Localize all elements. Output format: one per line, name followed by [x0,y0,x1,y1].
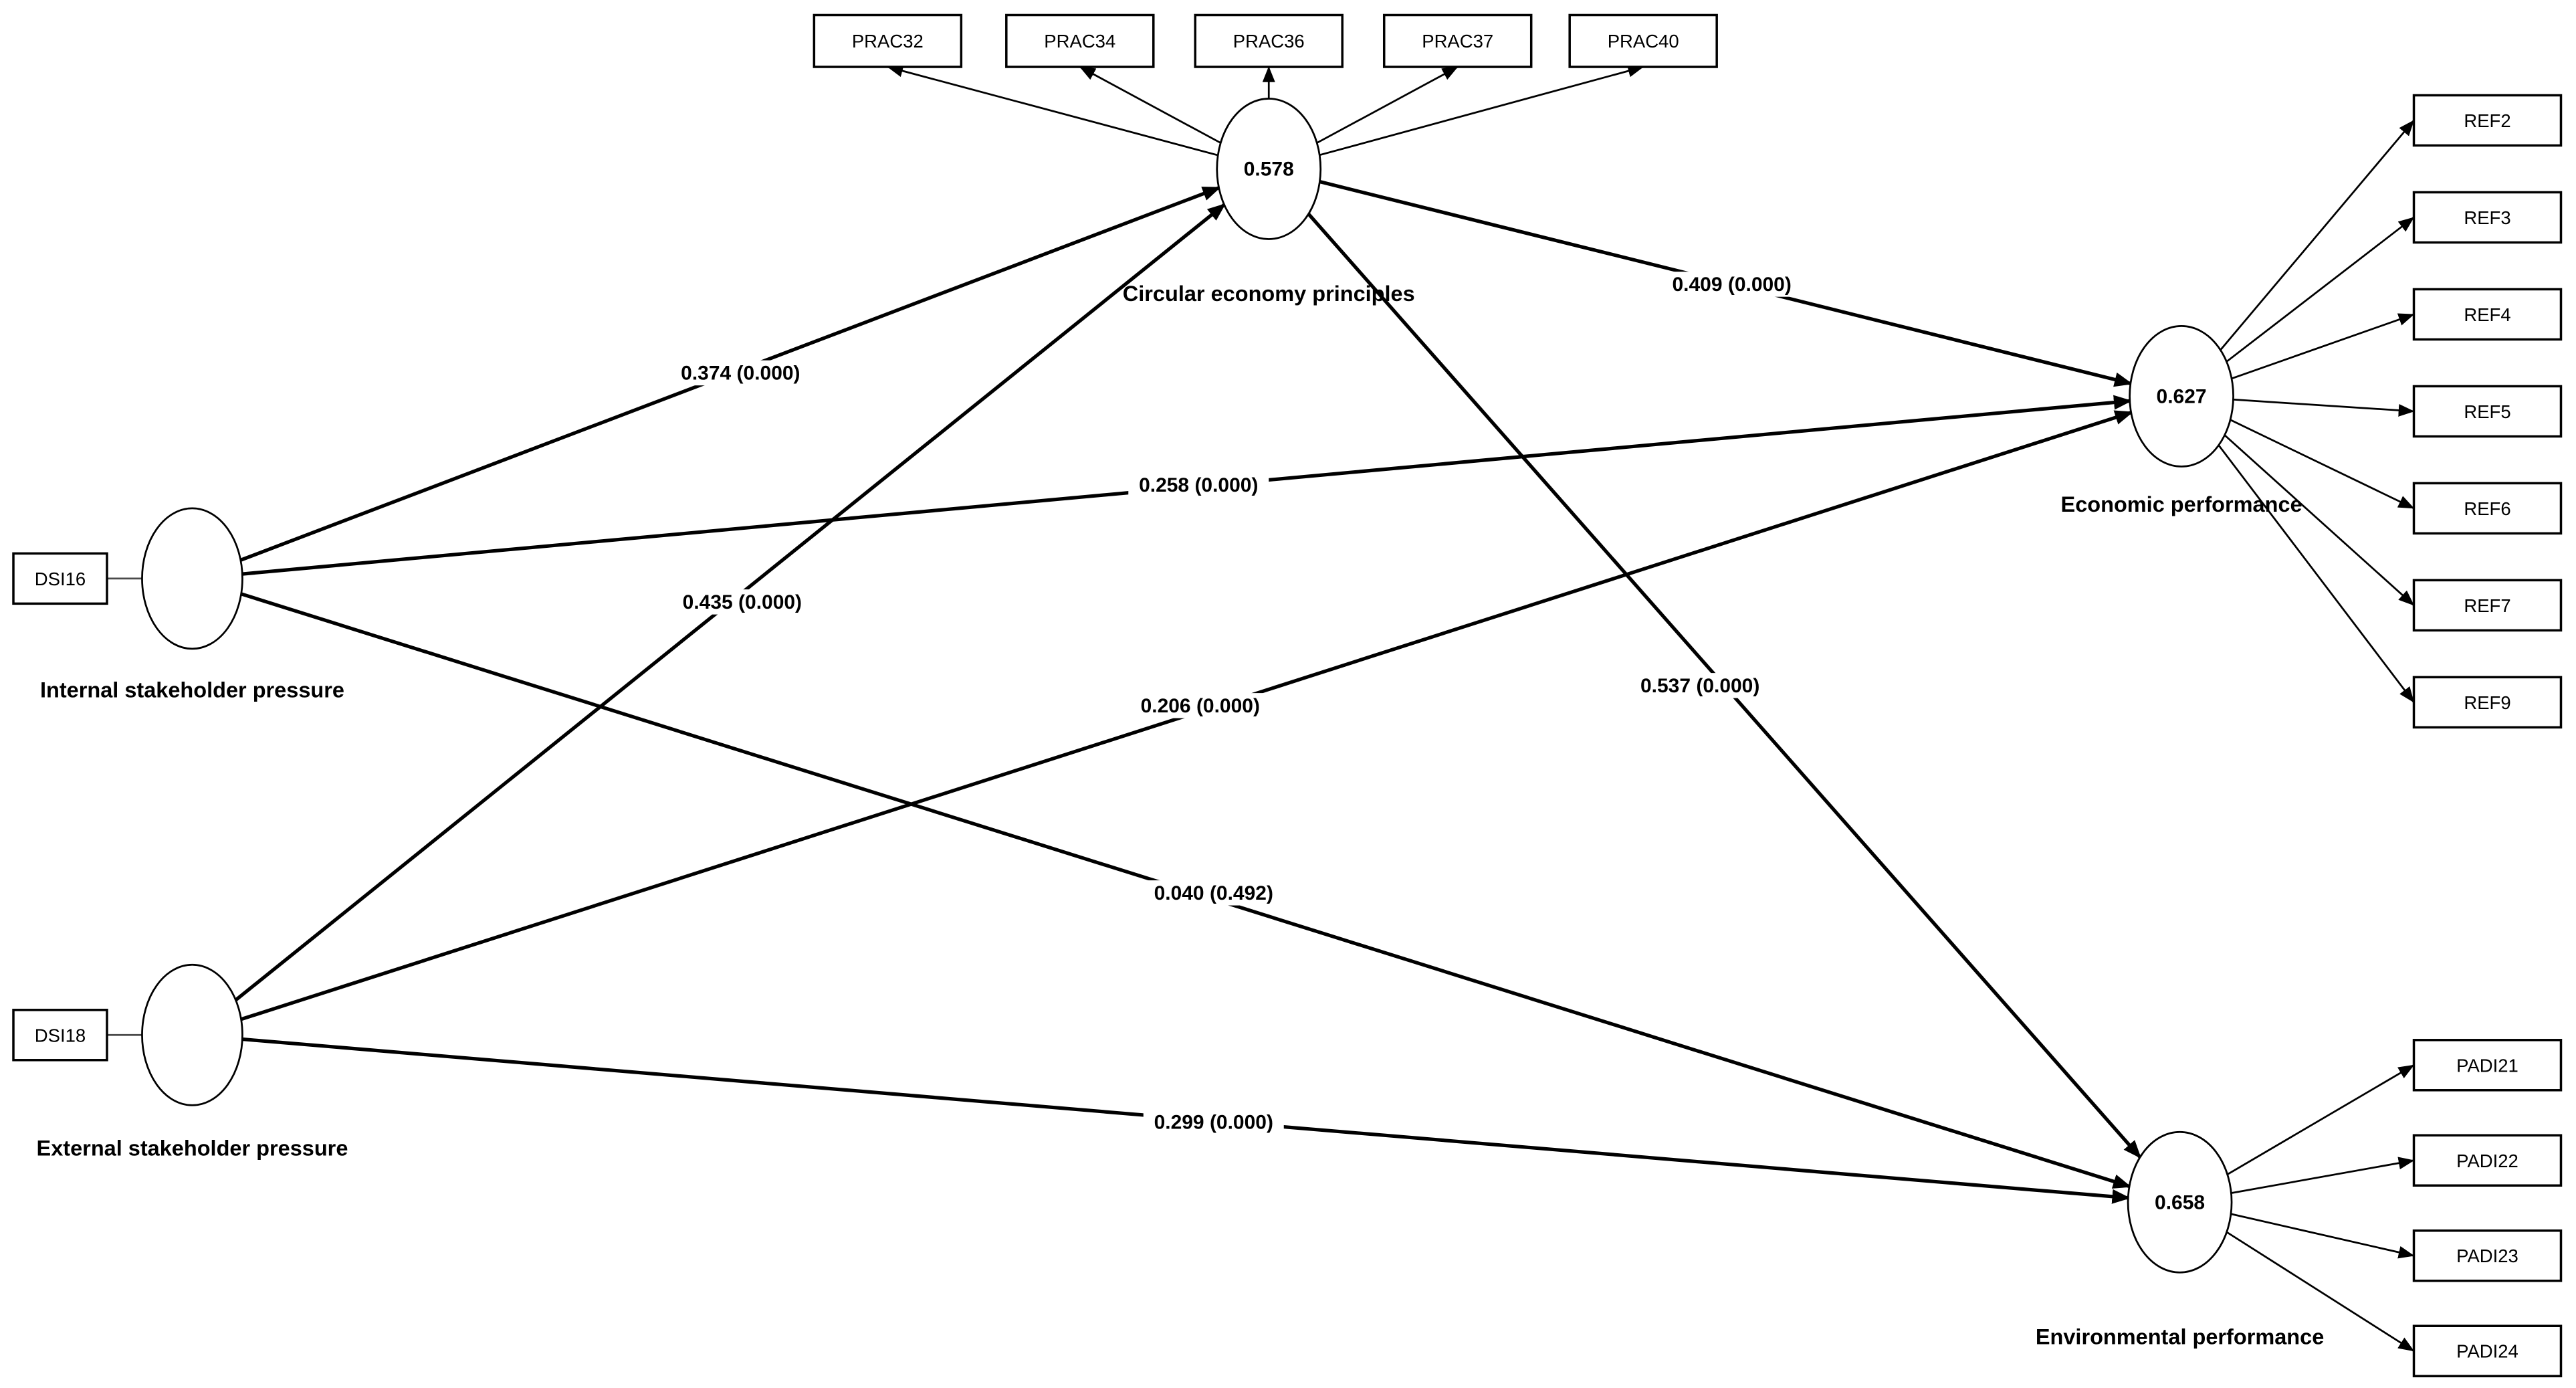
path-coefficient-labels: 0.374 (0.000) 0.258 (0.000) 0.040 (0.492… [670,272,1802,1135]
indicator-label-prac37: PRAC37 [1422,31,1493,52]
coef-external-environmental: 0.299 (0.000) [1154,1111,1273,1133]
latent-node-internal-stakeholder-pressure [141,507,243,650]
indicator-arrow-padi23 [2229,1212,2415,1259]
indicator-box-prac40 [1568,13,1718,68]
indicator-label-ref2: REF2 [2464,110,2510,131]
label-bg [671,589,813,615]
latent-node-economic-performance [2129,325,2234,468]
node-label-environmental: Environmental performance [2036,1325,2324,1349]
indicator-box-ref2 [2412,94,2563,147]
indicator-label-prac36: PRAC36 [1233,31,1305,52]
indicator-box-ref3 [2412,191,2563,244]
indicator-box-ref5 [2412,385,2563,438]
indicator-label-prac32: PRAC32 [852,31,924,52]
indicator-label-prac34: PRAC34 [1044,31,1115,52]
indicator-label-prac40: PRAC40 [1608,31,1679,52]
indicator-box-prac36 [1194,13,1344,68]
coef-circular-economic: 0.409 (0.000) [1672,274,1791,296]
indicator-arrow-prac32 [887,64,1220,157]
indicator-box-ref6 [2412,482,2563,535]
node-label-economic: Economic performance [2061,492,2302,516]
indicator-label-ref5: REF5 [2464,401,2510,422]
indicator-box-padi21 [2412,1039,2563,1092]
coef-internal-environmental: 0.040 (0.492) [1154,882,1273,904]
indicator-arrow-ref3 [2224,216,2415,364]
indicator-arrow-padi22 [2229,1157,2415,1195]
label-bg [1143,880,1284,906]
coef-external-economic: 0.206 (0.000) [1141,695,1260,717]
node-label-circular: Circular economy principles [1123,282,1415,306]
indicator-boxes: PRAC32 PRAC34 PRAC36 PRAC37 PRAC40 REF2 … [12,13,2563,1377]
indicator-box-prac34 [1005,13,1155,68]
indicator-label-padi22: PADI22 [2456,1151,2518,1171]
r2-value-circular: 0.578 [1244,158,1294,180]
indicator-box-prac32 [813,13,963,68]
indicator-arrow-prac34 [1079,66,1222,144]
indicator-arrow-ref5 [2231,398,2415,417]
indicator-box-padi24 [2412,1324,2563,1377]
indicator-label-padi24: PADI24 [2456,1341,2518,1362]
latent-node-external-stakeholder-pressure [141,963,243,1106]
indicator-arrow-ref7 [2223,433,2415,606]
latent-node-circular-economy-principles [1216,98,1322,240]
indicator-arrow-padi21 [2226,1064,2415,1176]
coef-internal-circular: 0.374 (0.000) [681,362,800,384]
indicator-label-ref3: REF3 [2464,207,2510,228]
indicator-box-padi22 [2412,1134,2563,1187]
latent-node-environmental-performance [2127,1130,2233,1274]
node-label-external: External stakeholder pressure [37,1136,348,1160]
coef-internal-economic: 0.258 (0.000) [1139,474,1258,496]
indicator-arrow-ref4 [2230,313,2415,380]
indicator-arrow-padi24 [2225,1230,2415,1352]
indicator-box-ref9 [2412,676,2563,729]
coef-circular-environmental: 0.537 (0.000) [1640,675,1759,697]
indicator-box-dsi16 [12,552,108,605]
label-bg [1143,1109,1284,1135]
label-bg [1130,693,1271,718]
label-bg [1630,673,1771,698]
r2-value-economic: 0.627 [2157,385,2207,407]
indicator-arrow-prac37 [1315,66,1459,144]
indicator-label-padi23: PADI23 [2456,1246,2518,1266]
structural-paths [234,179,2143,1204]
coef-external-circular: 0.435 (0.000) [683,591,802,613]
indicator-arrow-ref9 [2217,443,2415,703]
latent-nodes: 0.578 Circular economy principles 0.627 … [37,98,2324,1349]
indicator-label-ref9: REF9 [2464,692,2510,713]
node-label-internal: Internal stakeholder pressure [40,678,344,702]
indicator-label-dsi18: DSI18 [35,1025,86,1046]
indicator-arrows [106,64,2415,1352]
indicator-box-ref7 [2412,579,2563,632]
indicator-box-ref4 [2412,288,2563,341]
indicator-label-ref6: REF6 [2464,498,2510,519]
indicator-arrow-prac40 [1317,64,1644,157]
indicator-arrow-ref2 [2219,120,2415,352]
indicator-box-dsi18 [12,1009,108,1062]
r2-value-environmental: 0.658 [2155,1191,2205,1213]
indicator-label-ref7: REF7 [2464,595,2510,616]
indicator-arrow-ref6 [2228,418,2415,510]
label-bg [670,360,811,386]
indicator-label-dsi16: DSI16 [35,569,86,589]
label-bg [1128,472,1269,498]
indicator-box-padi23 [2412,1229,2563,1282]
indicator-label-padi21: PADI21 [2456,1055,2518,1076]
label-bg [1661,272,1802,297]
indicator-box-prac37 [1382,13,1533,68]
indicator-label-ref4: REF4 [2464,304,2510,325]
